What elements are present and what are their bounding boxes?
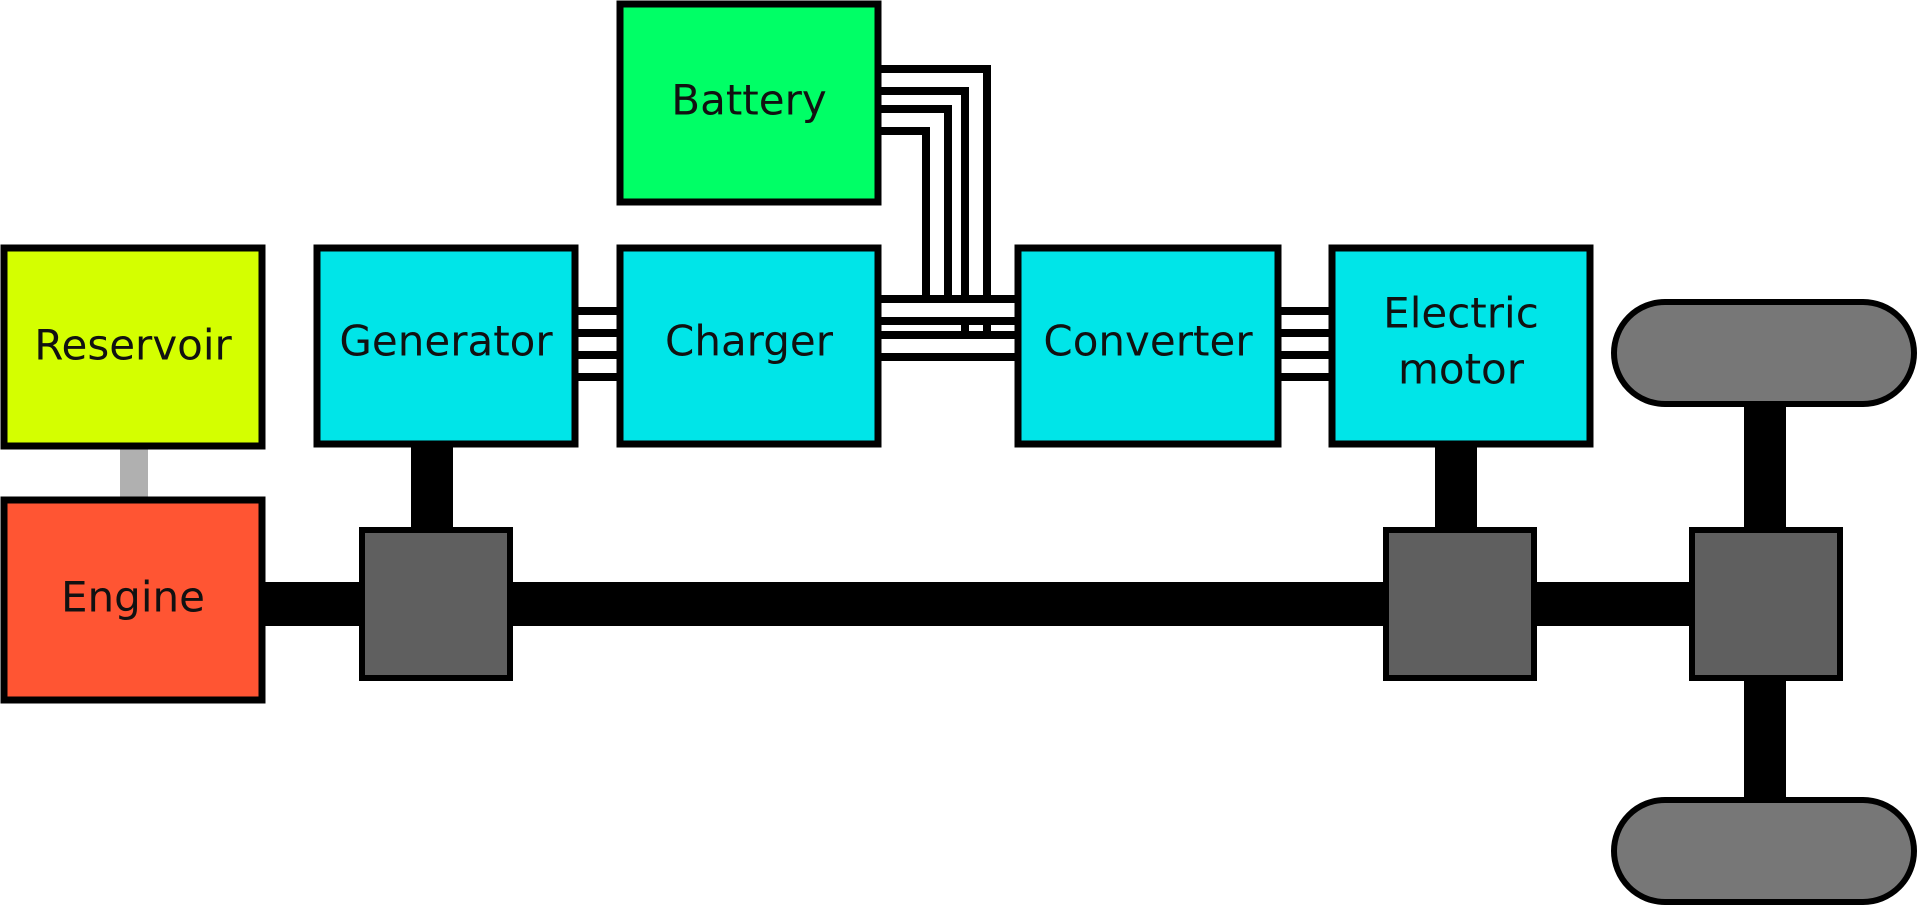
differential bbox=[1689, 527, 1843, 681]
engine-label: Engine bbox=[61, 573, 205, 622]
node-engine: Engine bbox=[0, 496, 266, 704]
converter-label: Converter bbox=[1043, 317, 1253, 366]
node-battery: Battery bbox=[616, 0, 882, 206]
electric-motor-label-line1: Electric bbox=[1383, 289, 1539, 338]
electric-motor-label-line2: motor bbox=[1398, 345, 1525, 394]
motor-shaft bbox=[1435, 440, 1477, 532]
battery-label: Battery bbox=[671, 76, 826, 125]
node-electric-motor: Electric motor bbox=[1328, 244, 1594, 448]
charger-label: Charger bbox=[665, 317, 834, 366]
gearbox-motor bbox=[1383, 527, 1537, 681]
generator-shaft bbox=[411, 440, 453, 532]
gearbox-generator bbox=[359, 527, 513, 681]
reservoir-label: Reservoir bbox=[34, 321, 232, 370]
node-generator: Generator bbox=[313, 244, 579, 448]
generator-label: Generator bbox=[339, 317, 553, 366]
node-reservoir: Reservoir bbox=[0, 244, 266, 450]
wheel-top bbox=[1611, 299, 1917, 407]
node-charger: Charger bbox=[616, 244, 882, 448]
node-converter: Converter bbox=[1014, 244, 1282, 448]
electrical-wiring bbox=[575, 65, 1332, 381]
wheel-bottom bbox=[1611, 797, 1917, 905]
fuel-line bbox=[120, 448, 148, 500]
